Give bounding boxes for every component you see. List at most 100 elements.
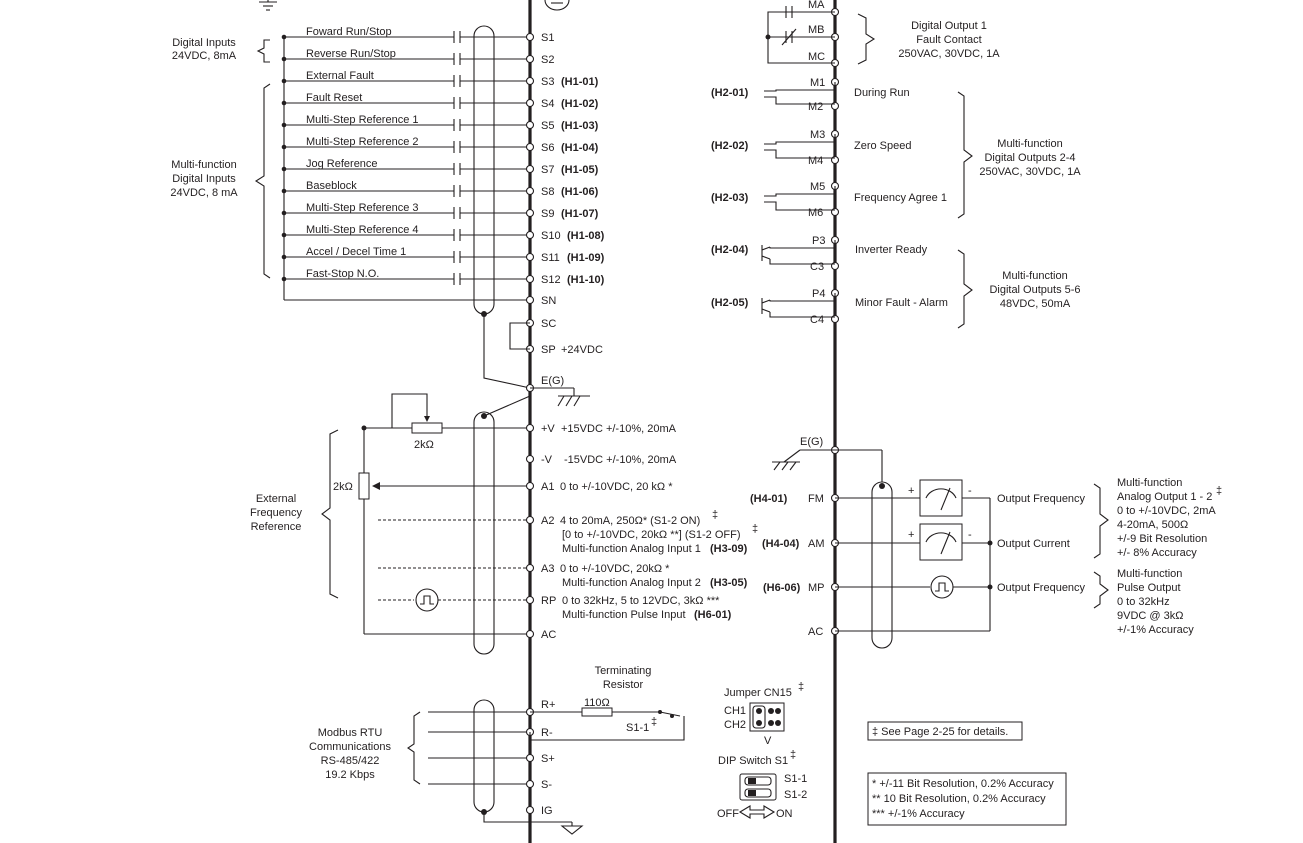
digital-input-row: Multi-Step Reference 2 S6 (H1-04) <box>281 136 599 154</box>
mp-param: (H6-06) <box>763 582 801 594</box>
digital-inputs-label-2: 24VDC, 8mA <box>172 50 237 62</box>
ext-freq-label-1: External <box>256 493 296 505</box>
relay-bottom-terminal: M2 <box>808 101 823 113</box>
jumper-v: V <box>764 735 772 747</box>
input-label: External Fault <box>306 70 374 82</box>
mf-inputs-label-2: Digital Inputs <box>172 173 236 185</box>
rp-param: (H6-01) <box>694 609 732 621</box>
fm-minus: - <box>968 485 972 497</box>
dip-s12: S1-2 <box>784 789 807 801</box>
a2-line3: Multi-function Analog Input 1 <box>562 543 701 555</box>
modbus-label-2: Communications <box>309 741 391 753</box>
a2-terminal: A2 <box>541 515 554 527</box>
dip-off: OFF <box>717 808 739 820</box>
a2-param: (H3-09) <box>710 543 748 555</box>
terminating-label-2: Resistor <box>603 679 644 691</box>
input-label: Multi-Step Reference 2 <box>306 136 419 148</box>
relay-group-2: Digital Outputs 2-4 <box>984 152 1075 164</box>
input-param: (H1-03) <box>561 120 599 132</box>
input-label: Fault Reset <box>306 92 362 104</box>
ao-group-3: 0 to +/-10VDC, 2mA <box>1117 505 1216 517</box>
terminating-resistor: Terminating Resistor 110Ω S1-1 ‡ <box>529 665 685 741</box>
relay-param: (H2-02) <box>711 140 749 152</box>
a3-param: (H3-05) <box>710 577 748 589</box>
a2-dagger-2: ‡ <box>752 523 758 535</box>
jumper-title: Jumper CN15 <box>724 687 792 699</box>
analog-input-wiring: 2kΩ +V +15VDC +/-10%, 20mA -V -15VDC +/-… <box>333 393 758 641</box>
accuracy-note-3: *** +/-1% Accuracy <box>872 808 965 820</box>
a3-terminal: A3 <box>541 563 554 575</box>
input-param: (H1-10) <box>567 274 605 286</box>
po-group-2: Pulse Output <box>1117 582 1181 594</box>
ac-terminal-right: AC <box>808 626 823 638</box>
input-terminal: S12 <box>541 274 561 286</box>
dip-title: DIP Switch S1 <box>718 755 788 767</box>
fm-terminal: FM <box>808 493 824 505</box>
shield-drain-wire <box>483 314 531 389</box>
input-label: Fast-Stop N.O. <box>306 268 379 280</box>
ao-group-5: +/-9 Bit Resolution <box>1117 533 1207 545</box>
am-label: Output Current <box>997 538 1070 550</box>
dip-on: ON <box>776 808 793 820</box>
mf-inputs-label-3: 24VDC, 8 mA <box>170 187 238 199</box>
jumper-dagger: ‡ <box>798 681 804 693</box>
photo-param: (H2-04) <box>711 244 749 256</box>
relay-top-terminal: M3 <box>810 129 825 141</box>
a2-line1: 4 to 20mA, 250Ω* (S1-2 ON) <box>560 515 700 527</box>
relay-top-terminal: M1 <box>810 77 825 89</box>
accuracy-note-2: ** 10 Bit Resolution, 0.2% Accuracy <box>872 793 1046 805</box>
po-group-4: 9VDC @ 3kΩ <box>1117 610 1183 622</box>
relay-param: (H2-03) <box>711 192 749 204</box>
splus-terminal: S+ <box>541 753 555 765</box>
ext-freq-ref-group: External Frequency Reference <box>250 429 339 599</box>
input-terminal: S7 <box>541 164 554 176</box>
see-page-note: ‡ See Page 2-25 for details. <box>872 726 1008 738</box>
input-terminal: S5 <box>541 120 554 132</box>
photo-top-terminal: P3 <box>812 235 825 247</box>
pulse-output-icon <box>930 575 954 599</box>
top-ground-symbol <box>259 0 277 11</box>
rminus-terminal: R- <box>541 727 553 739</box>
fm-param: (H4-01) <box>750 493 788 505</box>
switch-label: S1-1 <box>626 722 649 734</box>
ao-group-1: Multi-function <box>1117 477 1182 489</box>
top-circle-fragment <box>544 0 570 11</box>
modbus-group: Modbus RTU Communications RS-485/422 19.… <box>309 711 421 785</box>
sn-terminal: SN <box>541 295 556 307</box>
rplus-terminal: R+ <box>541 699 555 711</box>
eg-terminal-right: E(G) <box>800 436 823 448</box>
po-group-5: +/-1% Accuracy <box>1117 624 1194 636</box>
sp-note: +24VDC <box>561 344 603 356</box>
mb-terminal: MB <box>808 24 825 36</box>
ext-freq-label-3: Reference <box>251 521 302 533</box>
multifunction-inputs-group: Multi-function Digital Inputs 24VDC, 8 m… <box>170 83 271 279</box>
switch-dagger: ‡ <box>651 716 657 728</box>
output-shield-cable <box>871 481 893 649</box>
jumper-ch2: CH2 <box>724 719 746 731</box>
photo-top-terminal: P4 <box>812 288 825 300</box>
photo-bottom-terminal: C4 <box>810 314 824 326</box>
potentiometer-2k <box>411 422 443 434</box>
relay-group-label: Multi-function Digital Outputs 2-4 250VA… <box>957 91 1081 219</box>
analog-shield-cable <box>473 411 495 655</box>
am-param: (H4-04) <box>762 538 800 550</box>
dip-dagger: ‡ <box>790 749 796 761</box>
am-terminal: AM <box>808 538 825 550</box>
fault-desc-1: Digital Output 1 <box>911 20 987 32</box>
input-label: Accel / Decel Time 1 <box>306 246 406 258</box>
a2-dagger: ‡ <box>712 509 718 521</box>
photo-label: Minor Fault - Alarm <box>855 297 948 309</box>
input-label: Baseblock <box>306 180 357 192</box>
input-param: (H1-08) <box>567 230 605 242</box>
po-group-3: 0 to 32kHz <box>1117 596 1170 608</box>
input-terminal: S6 <box>541 142 554 154</box>
input-param: (H1-04) <box>561 142 599 154</box>
ao-group-6: +/- 8% Accuracy <box>1117 547 1197 559</box>
mp-terminal: MP <box>808 582 825 594</box>
